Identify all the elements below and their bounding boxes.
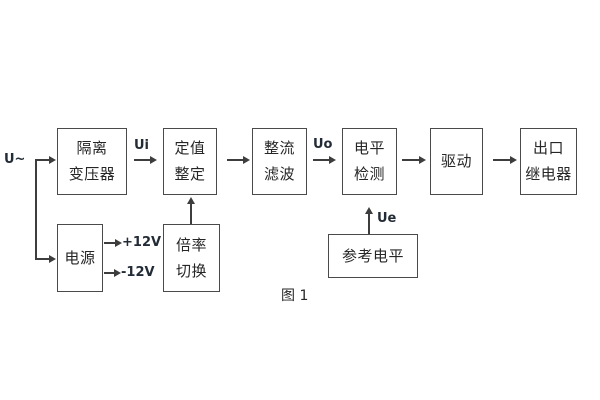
block-text: 驱动	[440, 152, 472, 170]
arrow-reference-head-icon	[365, 207, 373, 214]
block-text: 出口	[532, 139, 564, 157]
arrow-minus12v-line	[104, 272, 116, 274]
block-text: 整流	[263, 139, 295, 157]
arrow-drive-relay-line	[493, 159, 511, 161]
input-branch-line	[35, 159, 37, 260]
arrow-detection-drive-line	[402, 159, 420, 161]
block-text: 电平	[353, 139, 385, 157]
arrow-uo-head-icon	[329, 156, 336, 164]
block-drive: 驱动	[430, 128, 483, 195]
arrow-setpoint-rectifier-line	[227, 159, 244, 161]
block-text: 参考电平	[341, 246, 404, 265]
input-top-line	[35, 159, 50, 161]
block-power-supply: 电源	[57, 224, 103, 292]
arrow-drive-relay-head-icon	[510, 156, 517, 164]
ui-label: Ui	[134, 138, 150, 153]
ue-label: Ue	[377, 211, 397, 226]
uo-label: Uo	[313, 137, 333, 152]
block-level-detection: 电平 检测	[342, 128, 397, 195]
arrow-uo-line	[313, 159, 330, 161]
arrow-minus12v-head-icon	[114, 269, 121, 277]
figure-caption: 图 1	[281, 288, 309, 304]
input-bottom-arrowhead-icon	[49, 255, 56, 263]
arrow-ui-head-icon	[150, 156, 157, 164]
input-top-arrowhead-icon	[49, 156, 56, 164]
arrow-plus12v-head-icon	[115, 239, 122, 247]
block-isolation-transformer: 隔离 变压器	[57, 128, 127, 195]
block-multiplier-switch: 倍率 切换	[163, 224, 220, 292]
block-reference-level: 参考电平	[328, 234, 418, 278]
block-text: 定值	[174, 139, 206, 157]
block-rectifier-filter: 整流 滤波	[252, 128, 307, 195]
block-text: 继电器	[525, 165, 572, 183]
arrow-ui-line	[134, 159, 151, 161]
arrow-plus12v-line	[104, 242, 116, 244]
block-text: 变压器	[68, 165, 116, 183]
arrow-detection-drive-head-icon	[419, 156, 426, 164]
block-text: 切换	[175, 261, 207, 280]
arrow-setpoint-rectifier-head-icon	[243, 156, 250, 164]
block-text: 检测	[353, 165, 385, 183]
block-text: 隔离	[76, 139, 108, 157]
block-setpoint-setting: 定值 整定	[163, 128, 217, 195]
block-text: 滤波	[263, 165, 295, 183]
arrow-reference-line	[368, 213, 370, 234]
plus12v-label: +12V	[122, 235, 162, 250]
block-text: 电源	[64, 248, 96, 267]
block-output-relay: 出口 继电器	[520, 128, 577, 195]
block-text: 倍率	[175, 235, 207, 254]
input-voltage-label: U~	[4, 152, 26, 167]
minus12v-label: -12V	[121, 265, 155, 280]
arrow-multiplier-line	[190, 203, 192, 224]
block-text: 整定	[174, 165, 206, 183]
arrow-multiplier-head-icon	[187, 197, 195, 204]
input-bottom-line	[35, 258, 50, 260]
